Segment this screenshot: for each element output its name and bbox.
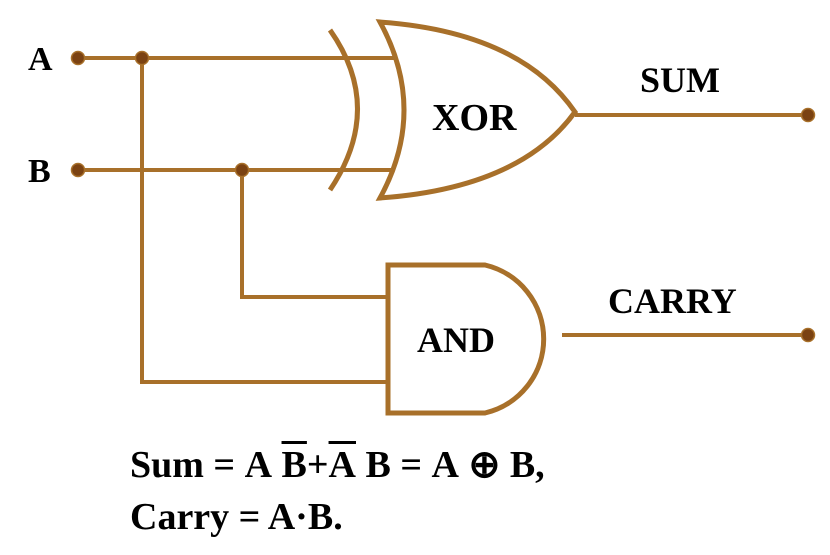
junction-b-node (234, 162, 250, 178)
sum-xor-b: B, (509, 444, 545, 486)
wire-a-to-and (140, 58, 390, 384)
xor-symbol: ⊕ (468, 444, 501, 486)
xor-gate-body (375, 19, 579, 201)
sum-output-node (800, 107, 816, 123)
sum-formula: Sum = A B+A B = A ⊕ B, (130, 442, 545, 487)
sum-output-label: SUM (640, 60, 720, 100)
input-b-label: B (28, 153, 51, 190)
xor-gate-back-curve (327, 28, 360, 192)
sum-lhs: Sum (130, 444, 204, 486)
junction-a-node (134, 50, 150, 66)
wire-b-to-and (240, 170, 390, 299)
circuit-canvas: A B XOR AND SUM CARRY (28, 19, 816, 416)
carry-formula: Carry = A·B. (130, 496, 343, 538)
sum-plus: + (306, 444, 329, 486)
sum-xor-a: A (431, 444, 459, 486)
sum-term1-a: A (244, 444, 273, 486)
sum-eq1: = (213, 444, 236, 486)
and-gate-label: AND (417, 320, 495, 360)
carry-output-node (800, 327, 816, 343)
sum-term1-b-bar: B (281, 444, 307, 486)
input-b-node (70, 162, 86, 178)
and-gate-body (385, 262, 547, 416)
input-a-node (70, 50, 86, 66)
sum-term2-b: B (365, 444, 391, 486)
carry-output-label: CARRY (608, 281, 737, 321)
sum-term2-a-bar: A (328, 444, 356, 486)
sum-eq2: = (400, 444, 423, 486)
xor-gate-label: XOR (432, 97, 517, 139)
input-a-label: A (28, 41, 53, 78)
